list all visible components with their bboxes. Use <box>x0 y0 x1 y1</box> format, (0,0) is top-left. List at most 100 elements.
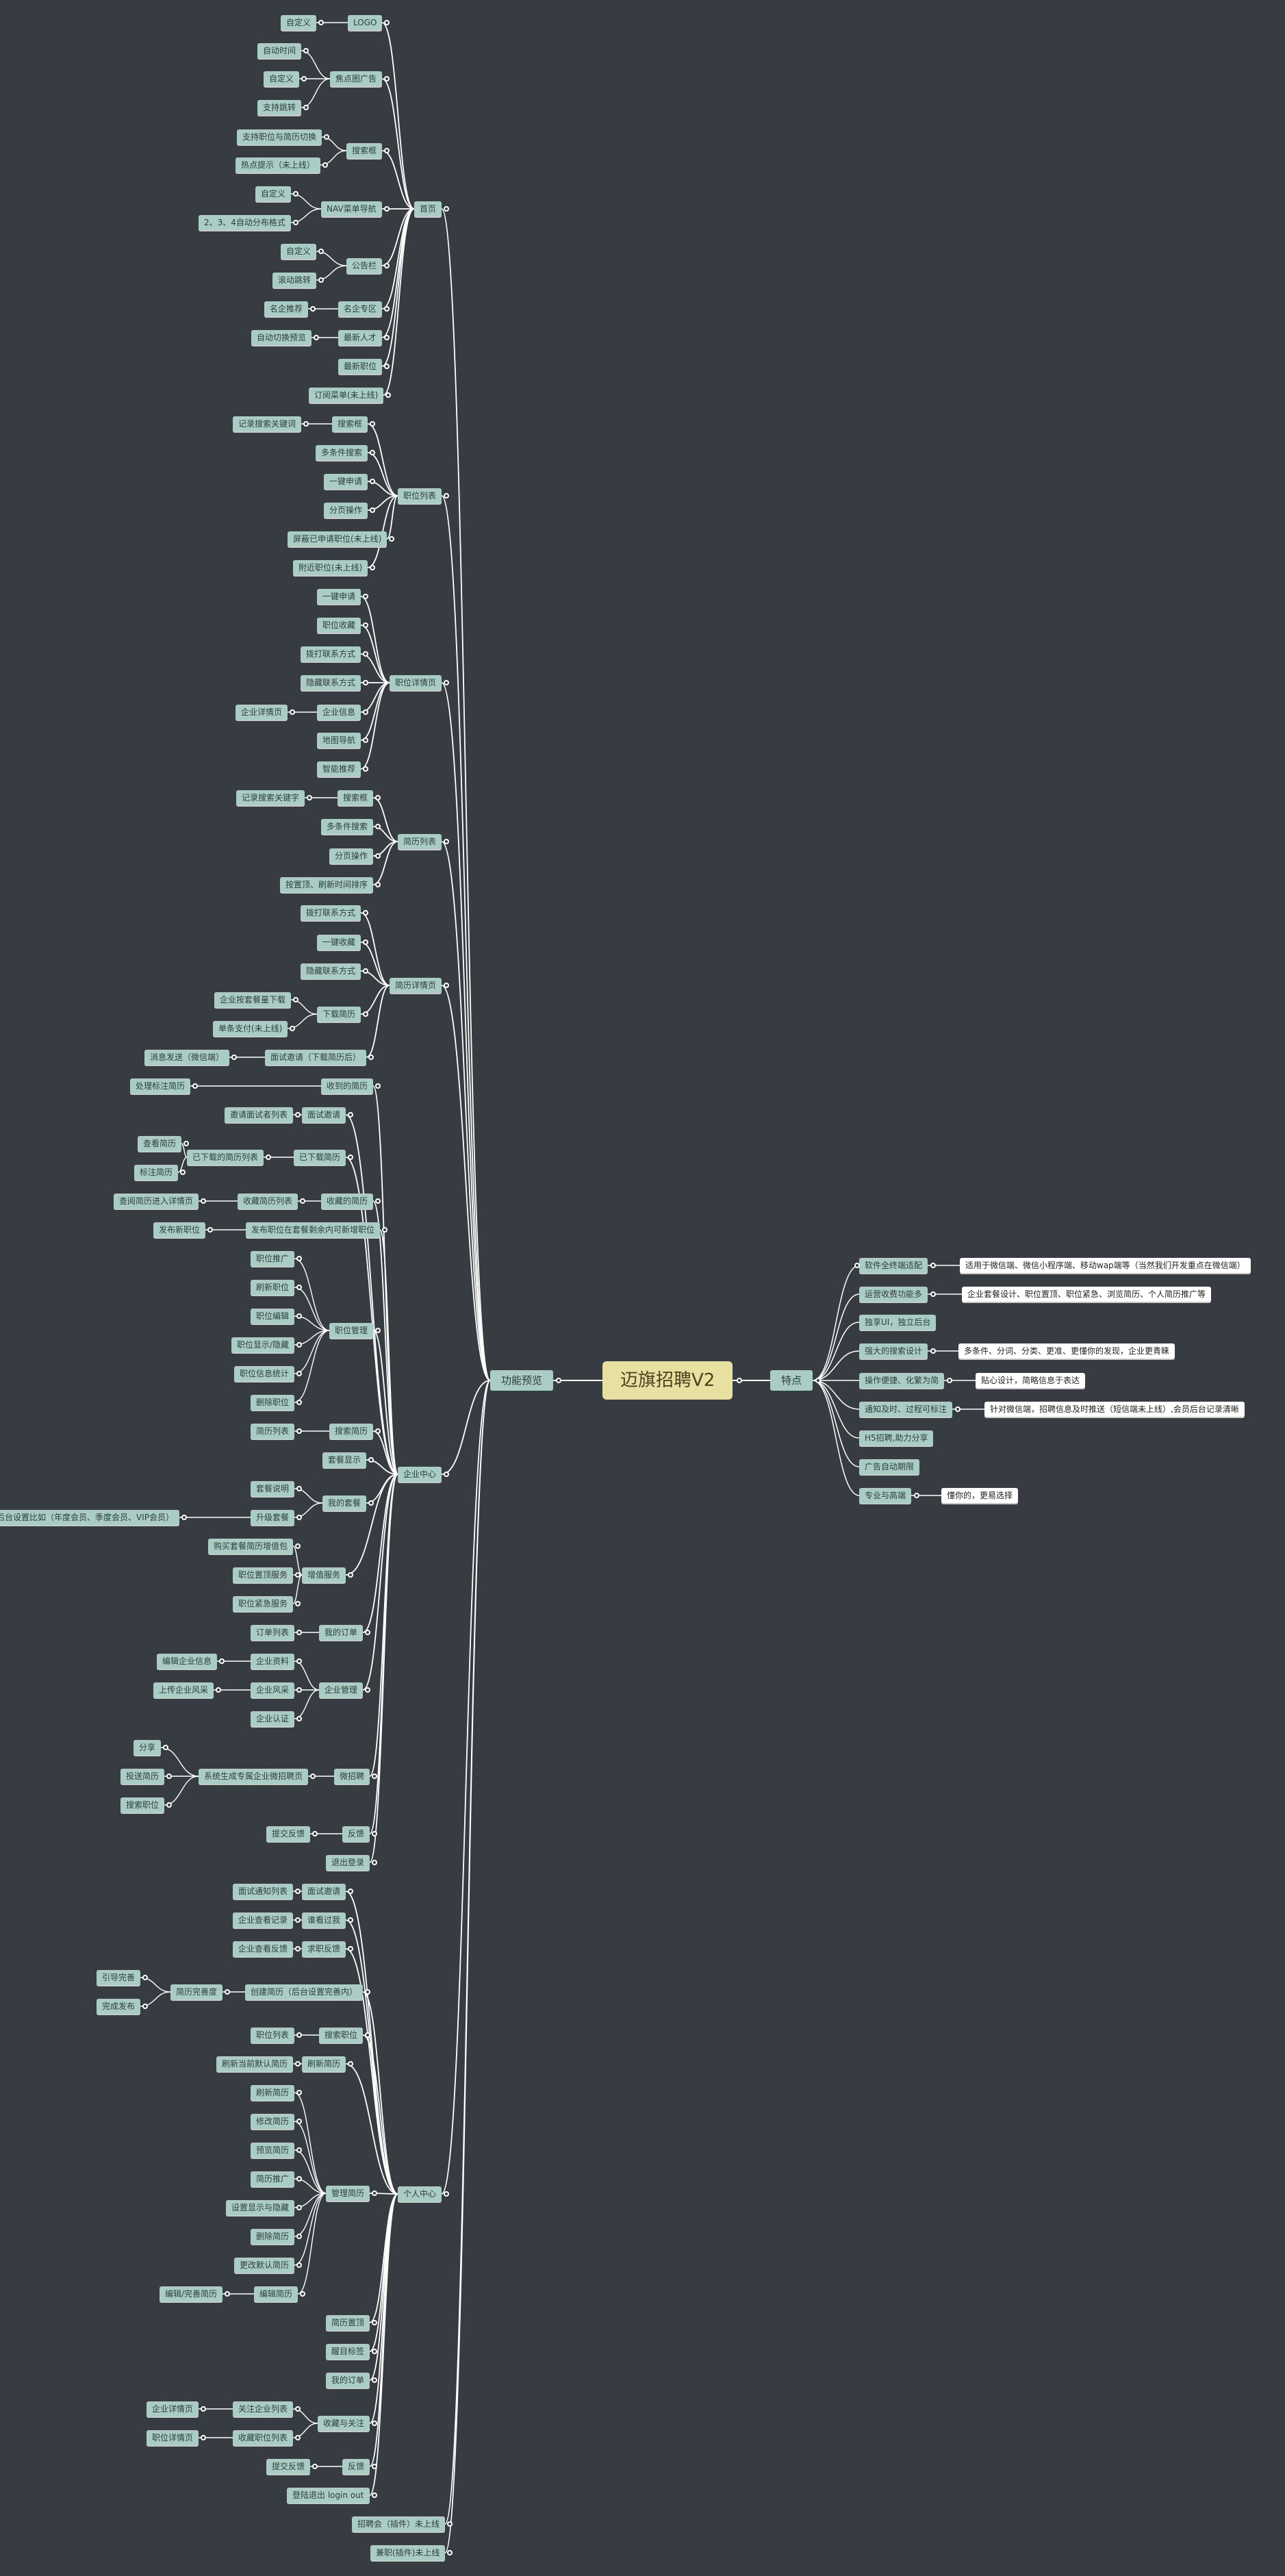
branch-node-toggle[interactable] <box>310 1773 316 1779</box>
branch-node-toggle[interactable] <box>163 1745 168 1750</box>
branch-node-toggle[interactable] <box>324 134 329 140</box>
branch-node-toggle[interactable] <box>295 1112 301 1117</box>
branch-node-toggle[interactable] <box>290 1026 295 1031</box>
branch-node[interactable]: 求职反馈 <box>302 1941 346 1956</box>
branch-node-toggle[interactable] <box>293 997 298 1002</box>
branch-node[interactable]: 已下载的简历列表 <box>187 1150 264 1165</box>
branch-node[interactable]: 我的套餐 <box>322 1495 367 1511</box>
branch-node-toggle[interactable] <box>370 450 375 455</box>
branch-node[interactable]: 刷新简历 <box>302 2056 346 2071</box>
branch-node[interactable]: 收藏与关注 <box>318 2416 370 2431</box>
feature-item[interactable]: 操作便捷、化繁为简 <box>859 1373 945 1388</box>
branch-node[interactable]: 拨打联系方式 <box>301 646 361 661</box>
branch-node-toggle[interactable] <box>296 1342 302 1348</box>
branch-node-toggle[interactable] <box>368 1055 374 1060</box>
branch-node[interactable]: 查看简历 <box>138 1136 182 1151</box>
branch-node-toggle[interactable] <box>385 392 391 398</box>
branch-node[interactable]: 企业认证 <box>251 1711 295 1726</box>
features-topic[interactable]: 特点 <box>770 1370 813 1391</box>
features-toggle[interactable] <box>815 1378 821 1383</box>
branch-node[interactable]: 微招聘 <box>334 1769 370 1784</box>
branch-node-toggle[interactable] <box>370 421 375 427</box>
branch-node[interactable]: 屏蔽已申请职位(未上线) <box>288 531 387 546</box>
branch-node[interactable]: 消息发送（微信端） <box>144 1050 230 1065</box>
branch-node[interactable]: 职位紧急服务 <box>233 1596 294 1611</box>
branch-node-toggle[interactable] <box>296 2147 302 2153</box>
branch-node-toggle[interactable] <box>295 1543 301 1549</box>
feature-detail[interactable]: 适用于微信端、微信小程序端、移动wap端等（当然我们开发重点在微信端） <box>960 1258 1251 1273</box>
branch-node[interactable]: 自动时间 <box>257 43 302 58</box>
branch-node[interactable]: 发布职位在套餐剩余内可新增职位 <box>246 1222 381 1237</box>
branch-node[interactable]: 收到的简历 <box>321 1078 374 1094</box>
branch-node[interactable]: 刷新职位 <box>251 1280 295 1295</box>
branch-node-toggle[interactable] <box>348 1946 353 1952</box>
branch-node-toggle[interactable] <box>296 1400 302 1405</box>
branch-node-toggle[interactable] <box>368 1500 374 1506</box>
branch-node-toggle[interactable] <box>296 1428 302 1434</box>
branch-node-toggle[interactable] <box>201 2435 206 2440</box>
branch-node[interactable]: 简历完善度 <box>170 1984 223 1999</box>
branch-node-toggle[interactable] <box>384 76 390 81</box>
branch-node-toggle[interactable] <box>295 1572 301 1578</box>
branch-node-toggle[interactable] <box>307 795 312 800</box>
branch-node[interactable]: 下载简历 <box>317 1007 361 1022</box>
feature-item-toggle[interactable] <box>947 1378 952 1383</box>
branch-node[interactable]: 关注企业列表 <box>233 2401 294 2416</box>
branch-node[interactable]: 编辑企业信息 <box>157 1654 218 1669</box>
branch-node-toggle[interactable] <box>365 1630 370 1635</box>
branch-node[interactable]: 设置显示与隐藏 <box>226 2200 295 2215</box>
branch-node-toggle[interactable] <box>372 2421 377 2426</box>
branch-node[interactable]: 热点提示（未上线） <box>236 157 321 173</box>
branch-node-toggle[interactable] <box>365 1687 370 1693</box>
branch-node-toggle[interactable] <box>363 594 368 599</box>
branch-node-toggle[interactable] <box>384 206 390 212</box>
branch-node-toggle[interactable] <box>363 968 368 974</box>
branch-node-toggle[interactable] <box>301 76 307 81</box>
branch-node[interactable]: 2、3、4自动分布格式 <box>199 215 291 230</box>
branch-node-toggle[interactable] <box>296 1658 302 1664</box>
branch-node-toggle[interactable] <box>363 622 368 628</box>
branch-node[interactable]: NAV菜单导航 <box>321 201 382 216</box>
branch-node[interactable]: 搜索框 <box>338 790 374 805</box>
branch-node[interactable]: 个人中心 <box>398 2186 442 2201</box>
branch-node-toggle[interactable] <box>318 277 324 283</box>
branch-node[interactable]: 职位显示/隐藏 <box>231 1337 295 1352</box>
branch-node[interactable]: 分享 <box>133 1740 162 1755</box>
branch-node-toggle[interactable] <box>375 1328 381 1333</box>
branch-node[interactable]: 一键申请 <box>317 589 361 604</box>
branch-node[interactable]: LOGO <box>348 15 383 30</box>
branch-node-toggle[interactable] <box>295 2435 301 2440</box>
branch-node-toggle[interactable] <box>266 1154 271 1160</box>
branch-node[interactable]: 职位详情页 <box>147 2430 199 2445</box>
branch-node[interactable]: 面试邀请（下载简历后） <box>265 1050 367 1065</box>
feature-item-toggle[interactable] <box>930 1263 936 1268</box>
branch-node-toggle[interactable] <box>384 148 390 153</box>
branch-node-toggle[interactable] <box>444 206 449 212</box>
branch-node-toggle[interactable] <box>192 1083 198 1089</box>
branch-node[interactable]: 智能推荐 <box>317 761 361 776</box>
branch-node[interactable]: 订单列表 <box>251 1625 295 1640</box>
branch-node-toggle[interactable] <box>363 709 368 715</box>
branch-node[interactable]: 我的订单 <box>326 2373 370 2388</box>
root-topic[interactable]: 迈旗招聘V2 <box>602 1361 733 1400</box>
branch-node-toggle[interactable] <box>375 1428 381 1434</box>
branch-node[interactable]: 名企推荐 <box>264 301 309 316</box>
branch-node-toggle[interactable] <box>444 983 449 988</box>
branch-node-toggle[interactable] <box>348 2061 353 2067</box>
branch-node-toggle[interactable] <box>444 839 449 844</box>
branch-node-toggle[interactable] <box>382 1227 387 1233</box>
branch-node-toggle[interactable] <box>296 2176 302 2182</box>
branch-node-toggle[interactable] <box>372 1860 377 1865</box>
feature-item[interactable]: 广告自动期限 <box>859 1459 920 1474</box>
branch-node[interactable]: 发布新职位 <box>153 1222 206 1237</box>
branch-node-toggle[interactable] <box>363 910 368 916</box>
branch-node[interactable]: 刷新简历 <box>251 2085 295 2100</box>
branch-node[interactable]: 单条支付(未上线) <box>213 1021 288 1036</box>
branch-node-toggle[interactable] <box>201 1198 206 1204</box>
branch-node-toggle[interactable] <box>389 536 394 542</box>
branch-node[interactable]: 编辑简历 <box>254 2286 298 2301</box>
branch-node-toggle[interactable] <box>295 1601 301 1606</box>
branch-node[interactable]: 企业中心 <box>398 1467 442 1482</box>
branch-node-toggle[interactable] <box>372 2464 377 2469</box>
feature-detail[interactable]: 多条件、分词、分类、更准、更懂你的发现，企业更青睐 <box>958 1343 1175 1359</box>
